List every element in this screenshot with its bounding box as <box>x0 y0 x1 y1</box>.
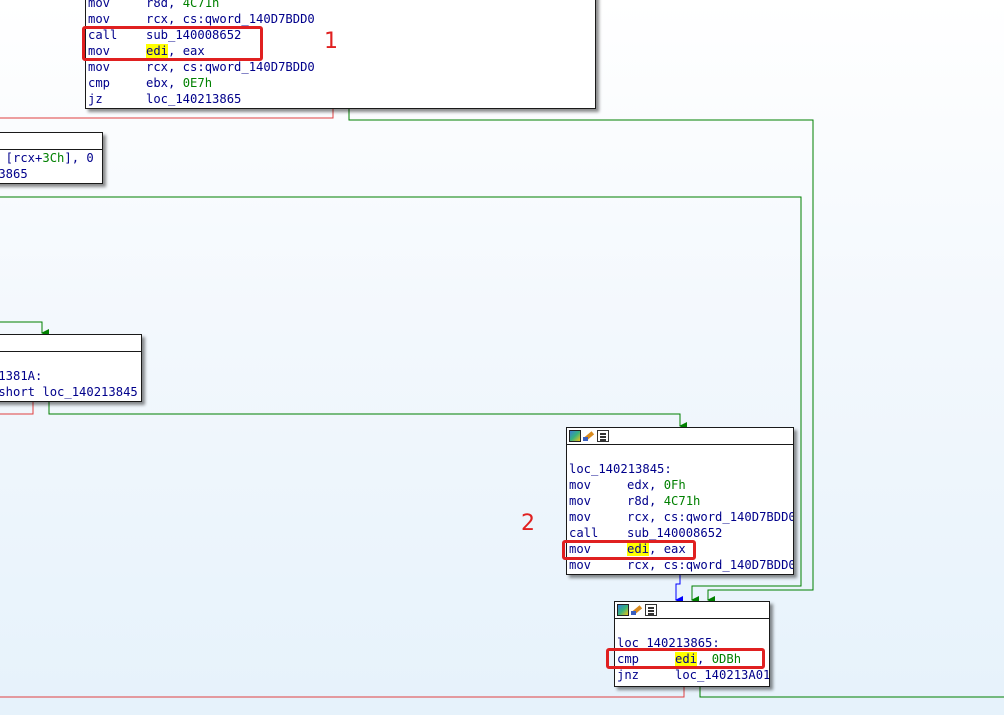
instruction-line[interactable]: 21381A: <box>0 369 43 383</box>
code-block-left-a[interactable]: r [rcx+3Ch], 0 13865 <box>0 132 103 184</box>
annotation-box-3 <box>606 648 765 669</box>
list-view-icon[interactable] <box>597 430 609 442</box>
instruction-line[interactable]: r [rcx+3Ch], 0 <box>5 151 94 165</box>
node-header <box>567 428 793 445</box>
highlighted-register[interactable]: edi <box>627 542 650 556</box>
annotation-box-1 <box>82 26 263 61</box>
block-label[interactable]: loc_140213865: <box>617 636 720 650</box>
edge-into-left-b <box>0 321 49 337</box>
instruction-line[interactable]: short loc_140213845 <box>0 385 138 399</box>
annotation-label-2: 2 <box>521 511 535 536</box>
node-header <box>615 602 769 619</box>
edge-bottom-false <box>0 686 685 698</box>
instruction-line[interactable]: 13865 <box>0 167 28 181</box>
edge-left-b-false <box>0 402 34 415</box>
graph-overview-icon[interactable] <box>569 430 581 442</box>
highlighted-register[interactable]: edi <box>146 44 169 58</box>
edge-left-b-true <box>48 402 687 430</box>
edit-pencil-icon[interactable] <box>631 604 643 616</box>
edit-pencil-icon[interactable] <box>583 430 595 442</box>
node-header <box>0 133 102 150</box>
edge-top-true <box>348 108 814 604</box>
annotation-box-2 <box>562 540 696 560</box>
graph-overview-icon[interactable] <box>617 604 629 616</box>
edge-mid-to-bottom <box>675 574 683 604</box>
annotation-label-1: 1 <box>324 29 338 54</box>
block-label[interactable]: loc_140213845: <box>569 462 672 476</box>
list-view-icon[interactable] <box>645 604 657 616</box>
edge-top-false <box>0 108 334 119</box>
node-header <box>0 335 141 352</box>
highlighted-register[interactable]: edi <box>675 652 698 666</box>
edge-bottom-true <box>699 686 1004 698</box>
edge-left-a-true <box>0 196 802 604</box>
code-block-left-b[interactable]: 21381A: short loc_140213845 <box>0 334 142 402</box>
